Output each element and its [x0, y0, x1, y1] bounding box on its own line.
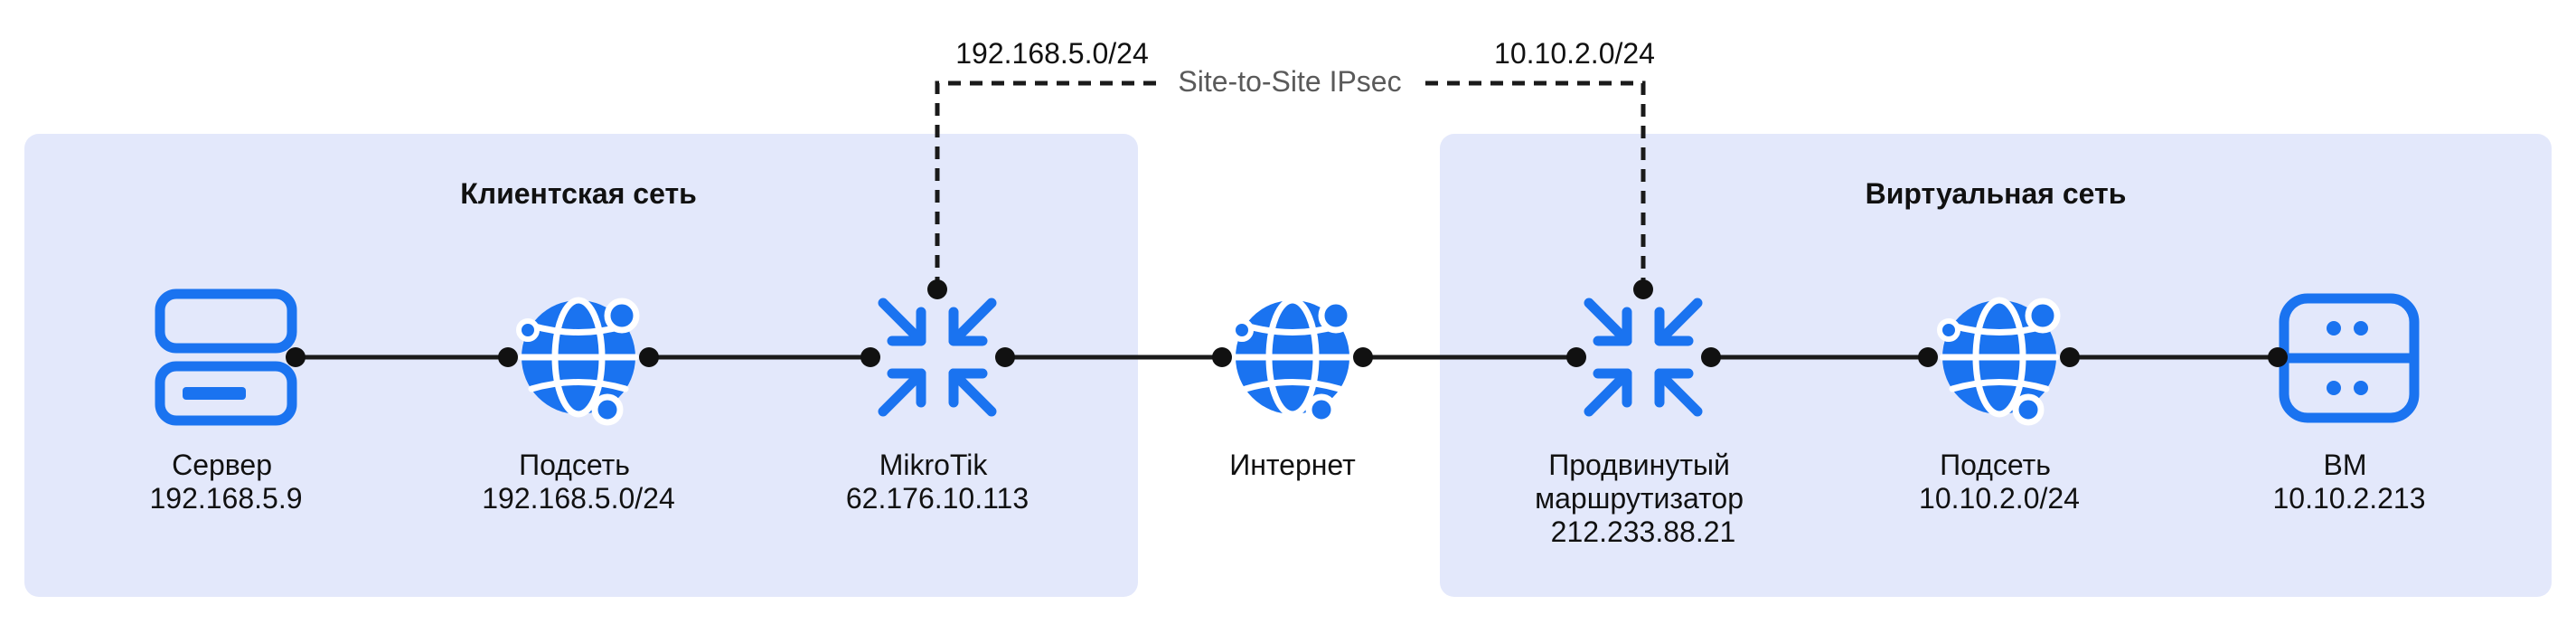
internet-label: Интернет — [1229, 449, 1356, 481]
client-zone-title: Клиентская сеть — [460, 177, 697, 210]
server-icon[interactable] — [155, 288, 297, 426]
server-label: Сервер 192.168.5.9 — [149, 449, 302, 515]
tunnel-endpoint-right — [1633, 279, 1653, 299]
client-subnet-label: Подсеть 192.168.5.0/24 — [482, 449, 675, 515]
tunnel-label-bg — [1159, 61, 1421, 101]
virtual-zone-title: Виртуальная сеть — [1866, 177, 2127, 210]
tunnel-endpoint-left — [927, 279, 947, 299]
mikrotik-label: MikroTik 62.176.10.113 — [846, 449, 1029, 515]
tunnel-label: Site-to-Site IPsec — [1178, 65, 1401, 98]
internet-globe-icon[interactable] — [1233, 300, 1350, 422]
tunnel-right-subnet: 10.10.2.0/24 — [1494, 37, 1655, 70]
connection-dots — [286, 347, 2288, 367]
vm-label: ВМ 10.10.2.213 — [2272, 449, 2425, 515]
virtual-subnet-label: Подсеть 10.10.2.0/24 — [1919, 449, 2080, 515]
tunnel-left-subnet: 192.168.5.0/24 — [955, 37, 1149, 70]
advanced-router-label: Продвинутый маршрутизатор 212.233.88.21 — [1535, 449, 1752, 548]
